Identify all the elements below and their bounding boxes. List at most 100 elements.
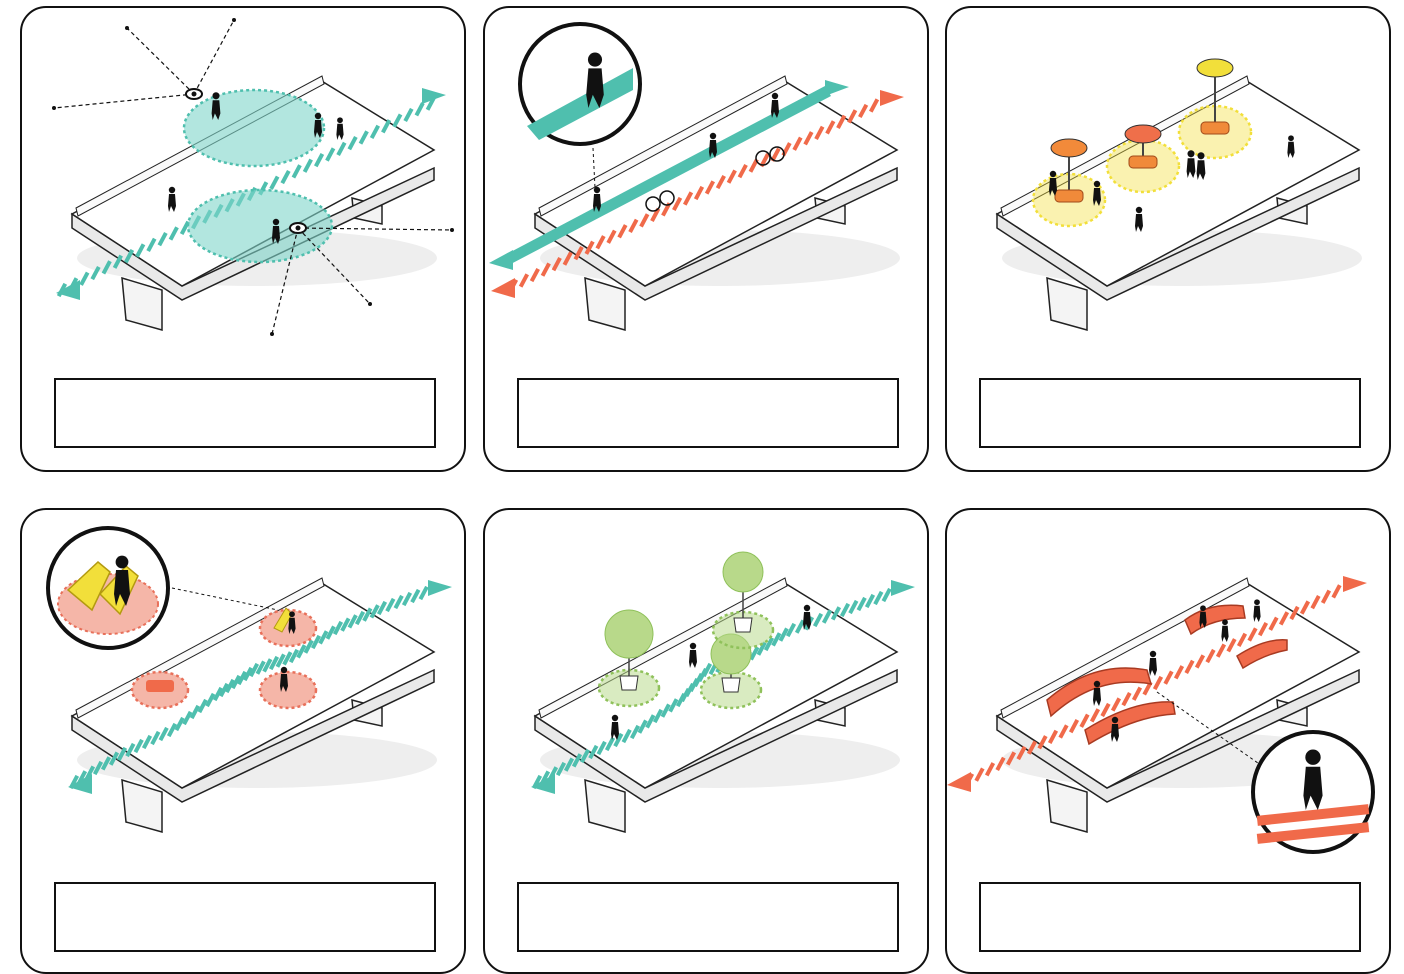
path-dash [282,651,293,666]
path-dash [650,207,661,223]
path-dash [836,114,847,130]
path-dash [1152,675,1164,691]
path-dash [1310,595,1321,610]
coral-arrow-icon [1343,576,1367,592]
path-dash [1257,621,1269,637]
path-dash [248,662,260,678]
path-dash [839,602,851,618]
person-body [1049,178,1057,196]
path-dash [182,710,193,726]
path-dash [1173,665,1185,680]
person-body [280,674,288,692]
path-dash [403,107,414,123]
seating-zone [258,670,318,710]
person-head [212,92,220,100]
person-head [1135,206,1143,214]
sightline [297,227,453,231]
path-dash [683,191,694,206]
sightline [126,27,195,95]
pedestrian-icon [1049,170,1057,196]
path-dash [354,610,366,626]
path-dash [280,169,291,185]
teal-arrow-icon [891,580,915,596]
teal-meander-path [288,625,336,664]
path-dash [995,756,1006,771]
sightline-end [125,26,129,30]
sightline-end [450,228,454,232]
path-dash [224,678,236,694]
person-head [1093,680,1101,688]
person-body [1135,214,1143,232]
person-head [1222,619,1228,626]
path-dash [737,163,748,179]
path-dash [881,587,892,603]
person-head [1187,150,1195,158]
view-zone [182,88,326,168]
panel-visibility [20,6,466,472]
teal-meander-path [629,698,679,740]
path-dash [393,594,404,610]
zoom-zone [57,573,159,635]
teal-meander-path [166,692,216,738]
path-dash [563,757,575,772]
pier [584,276,626,331]
path-dash [588,744,599,760]
path-dash [652,708,664,724]
sightline-end [270,332,274,336]
person-body [1303,766,1323,810]
path-dash [540,262,551,277]
path-dash [189,704,201,720]
path-dash [369,124,380,140]
bridge-visibility-diagram [52,18,454,336]
path-dash [1247,627,1258,642]
path-dash [792,136,803,151]
path-dash [1047,729,1059,745]
caption-box-6 [979,882,1361,952]
planter-pot [733,617,753,633]
person-body [114,570,130,606]
path-dash [1289,605,1300,621]
zoom-inset-dancer [1251,730,1375,854]
person-body [1199,611,1207,628]
path-dash [410,588,421,604]
path-dash [715,174,726,190]
person-head [611,714,619,722]
tree-icon [604,609,654,659]
teal-meander-path [332,604,380,636]
teal-arrow-icon [422,88,446,104]
pedestrian-icon [1093,180,1101,206]
path-dash [425,96,436,111]
teal-meander-path [579,728,632,764]
pier [584,778,626,833]
coral-bike-path [507,98,880,294]
bridge-rail [1000,577,1250,719]
bicycle-icon [755,150,771,166]
path-dash [794,619,806,634]
path-dash [579,748,591,764]
eye-pupil [191,91,197,97]
pedestrian-icon [1111,716,1119,742]
path-dash [1110,697,1122,712]
path-dash [629,724,641,740]
path-dash [1278,611,1290,626]
pedestrian-icon [771,92,779,118]
path-dash [825,120,836,135]
path-dash [584,240,595,255]
path-dash [288,648,300,664]
path-dash [778,627,789,642]
path-dash [414,102,425,117]
pedestrian-icon [1186,150,1196,178]
path-dash [639,213,650,228]
bench [1200,121,1230,135]
path-dash [205,692,216,708]
path-dash [756,641,767,656]
path-dash [347,136,358,151]
path-dash [100,756,112,771]
path-dash [1226,638,1237,653]
planter-pot [721,677,741,693]
person-body [1111,724,1119,742]
zoom-inset-seating [46,526,170,650]
panel-performance [945,508,1391,974]
path-dash [116,746,128,762]
pedestrian-icon [1199,605,1207,628]
